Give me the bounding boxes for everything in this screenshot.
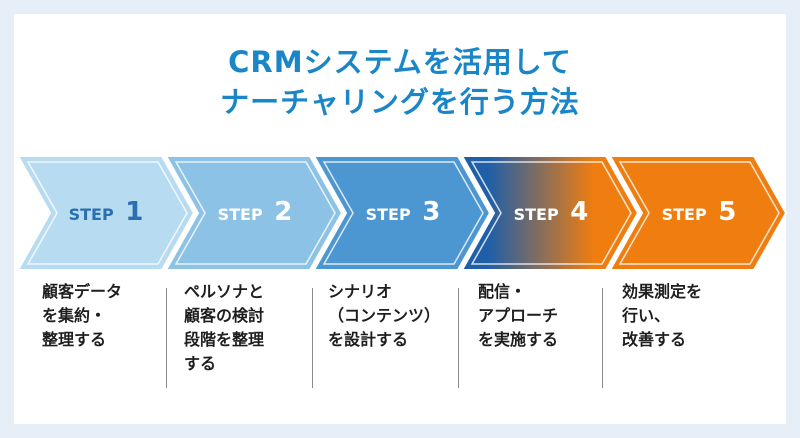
step-arrow-1: STEP 1 — [16, 155, 196, 271]
step-5-label: STEP — [662, 205, 707, 224]
divider-1 — [166, 288, 167, 388]
step-5-inner — [618, 161, 780, 265]
step-4-label: STEP — [514, 205, 559, 224]
step-5-shape — [608, 155, 788, 271]
page-title: CRMシステムを活用して ナーチャリングを行う方法 — [0, 42, 800, 122]
title-line-1: CRMシステムを活用して — [228, 45, 572, 79]
divider-2 — [312, 288, 313, 388]
step-3-number: 3 — [422, 197, 440, 227]
step-arrow-5: STEP 5 — [608, 155, 788, 271]
step-2-label: STEP — [218, 205, 263, 224]
svg-text:STEP 5: STEP 5 — [662, 197, 737, 227]
step-5-number: 5 — [718, 197, 736, 227]
step-4-inner — [470, 161, 632, 265]
step-2-shape — [164, 155, 344, 271]
step-1-number: 1 — [125, 197, 143, 227]
step-2-inner — [174, 161, 336, 265]
step-3-label: STEP — [366, 205, 411, 224]
step-4-shape — [460, 155, 640, 271]
step-4-number: 4 — [570, 197, 588, 227]
svg-text:STEP 4: STEP 4 — [514, 197, 589, 227]
step-4-description: 配信・ アプローチ を実施する — [478, 282, 559, 349]
step-arrow-3: STEP 3 — [312, 155, 492, 271]
svg-text:STEP 1: STEP 1 — [69, 197, 144, 227]
step-1-inner — [26, 161, 188, 265]
step-3-shape — [312, 155, 492, 271]
step-3-inner — [322, 161, 484, 265]
svg-text:STEP 2: STEP 2 — [218, 197, 293, 227]
step-2-description: ペルソナと 顧客の検討 段階を整理 する — [184, 282, 265, 373]
divider-4 — [602, 288, 603, 388]
title-line-2: ナーチャリングを行う方法 — [220, 85, 580, 119]
step-1-label: STEP — [69, 205, 114, 224]
svg-text:STEP 3: STEP 3 — [366, 197, 441, 227]
step-1-shape — [16, 155, 196, 271]
step-2-number: 2 — [274, 197, 292, 227]
step-3-description: シナリオ （コンテンツ） を設計する — [328, 282, 441, 349]
step-5-description: 効果測定を 行い、 改善する — [622, 282, 703, 349]
step-arrow-4: STEP 4 — [460, 155, 640, 271]
divider-3 — [458, 288, 459, 388]
step-arrows: STEP 1 STEP 2 STEP 3 STEP 4 STEP 5 — [16, 155, 788, 271]
step-arrow-2: STEP 2 — [164, 155, 344, 271]
step-1-description: 顧客データ を集約・ 整理する — [42, 282, 123, 349]
step-descriptions: 顧客データ を集約・ 整理する ペルソナと 顧客の検討 段階を整理 する シナリ… — [0, 280, 800, 390]
